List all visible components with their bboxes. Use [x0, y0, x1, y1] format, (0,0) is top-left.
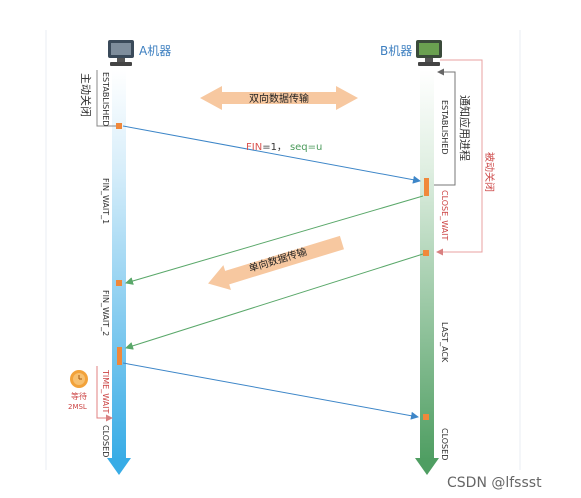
wait-label: 等待 — [71, 391, 87, 401]
notify-app-bracket — [434, 68, 456, 186]
marker-a-recv-ack — [116, 280, 122, 286]
segment-fin-a-to-b — [122, 125, 421, 184]
marker-b-recv-ack — [423, 414, 429, 420]
bidirectional-label: 双向数据传输 — [249, 92, 309, 105]
segment-ack-a-to-b — [122, 362, 419, 420]
time-wait-bracket — [96, 366, 113, 422]
a-state-established: ESTABLISHED — [101, 72, 110, 126]
a-timeline-arrowhead — [107, 458, 131, 475]
unidirectional-label: 单向数据传输 — [247, 245, 308, 275]
fin-value-text: =1， — [262, 142, 287, 153]
unidirectional-arrow — [208, 235, 344, 291]
passive-close-label: 被动关闭 — [483, 152, 496, 192]
host-b-label: B机器 — [380, 44, 412, 58]
active-close-bracket — [96, 70, 116, 127]
a-state-time-wait: TIME_WAIT — [101, 369, 110, 414]
active-close-label: 主动关闭 — [79, 73, 93, 117]
b-state-close-wait: CLOSE_WAIT — [440, 190, 449, 240]
b-state-closed: CLOSED — [440, 428, 449, 460]
b-timeline-arrowhead — [415, 458, 439, 475]
segment-fin-b-to-a — [125, 253, 424, 350]
computer-b-icon — [416, 40, 442, 66]
segment-fin-label: FIN=1，seq=u — [246, 142, 322, 153]
passive-close-bracket — [436, 59, 483, 256]
wait-duration: 2MSL — [68, 403, 87, 411]
fin-flag-text: FIN — [246, 142, 262, 153]
marker-a-send-fin — [116, 123, 122, 129]
watermark: CSDN @lfssst — [447, 475, 542, 491]
a-state-fin-wait-2: FIN_WAIT_2 — [101, 290, 110, 336]
b-state-last-ack: LAST_ACK — [440, 322, 449, 363]
marker-b-send-fin — [423, 250, 429, 256]
b-state-established: ESTABLISHED — [440, 100, 449, 154]
seq-text: seq=u — [290, 142, 322, 153]
segment-ack-b-to-a — [125, 195, 424, 285]
marker-b-recv-fin — [424, 178, 429, 196]
a-state-closed: CLOSED — [101, 425, 110, 457]
a-state-fin-wait-1: FIN_WAIT_1 — [101, 178, 110, 224]
b-timeline — [420, 70, 434, 460]
computer-a-icon — [108, 40, 134, 66]
host-a-label: A机器 — [139, 44, 171, 58]
bidirectional-arrow — [200, 86, 358, 110]
marker-a-recv-fin — [117, 347, 122, 365]
clock-icon — [70, 370, 88, 388]
notify-app-label: 通知应用进程 — [458, 95, 472, 161]
a-timeline — [112, 70, 126, 460]
